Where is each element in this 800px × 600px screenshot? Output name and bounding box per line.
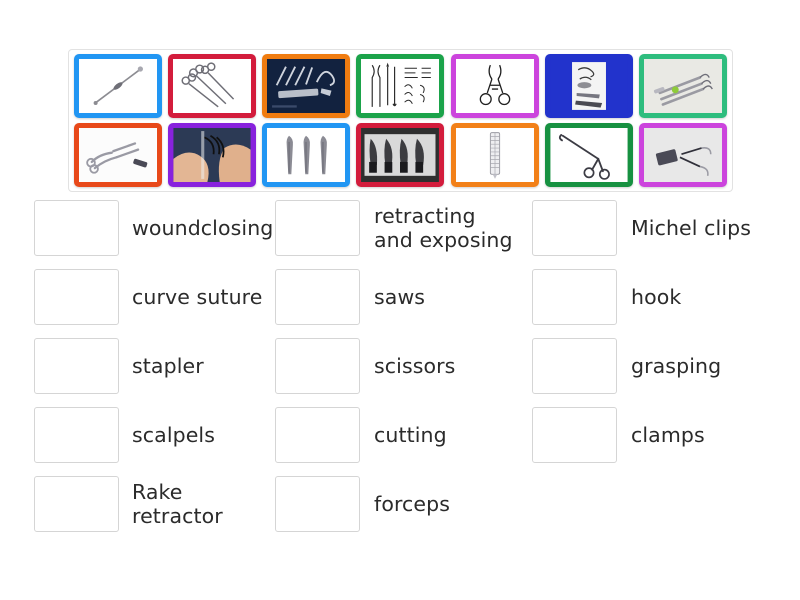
image-card[interactable] [168, 54, 257, 118]
image-card[interactable] [74, 123, 162, 187]
three-scissors-icon [173, 59, 252, 113]
answer-label: saws [374, 285, 426, 309]
answer-row: grasping [532, 338, 798, 394]
answer-row: Michel clips [532, 200, 798, 256]
answer-label: hook [631, 285, 682, 309]
image-card[interactable] [262, 123, 351, 187]
stapler-set-green-icon [643, 59, 722, 113]
drop-target-box[interactable] [275, 476, 360, 532]
drop-target-box[interactable] [532, 200, 617, 256]
answer-row: cutting [275, 407, 532, 463]
answer-column: Michel clips hook grasping clamps [532, 200, 798, 545]
image-card[interactable] [262, 54, 351, 118]
image-card[interactable] [638, 54, 727, 118]
answer-label: Rake retractor [132, 480, 223, 528]
answer-row: woundclosing [34, 200, 273, 256]
answer-row: retracting and exposing [275, 200, 532, 256]
answer-label: stapler [132, 354, 204, 378]
answer-label: Michel clips [631, 216, 752, 240]
clamp-drawing-icon [455, 59, 534, 113]
grasping-forceps-icon [549, 128, 628, 182]
image-card[interactable] [74, 54, 162, 118]
retractor-set-blue-icon [549, 59, 628, 113]
answer-row: scalpels [34, 407, 266, 463]
drop-target-box[interactable] [34, 200, 119, 256]
image-card[interactable] [544, 54, 633, 118]
card-row-2 [74, 123, 727, 187]
answer-row: curve suture [34, 269, 266, 325]
saw-set-dark-icon [267, 59, 346, 113]
drop-target-box[interactable] [532, 269, 617, 325]
answer-label: retracting and exposing [374, 204, 513, 252]
image-card[interactable] [544, 123, 633, 187]
drop-target-box[interactable] [532, 407, 617, 463]
curved-suture-hands-icon [173, 128, 252, 182]
drop-target-box[interactable] [275, 200, 360, 256]
clamp-tray-icon [79, 128, 157, 182]
answer-label: forceps [374, 492, 451, 516]
image-card[interactable] [356, 54, 445, 118]
card-row-1 [74, 54, 727, 118]
answer-column: retracting and exposing saws scissors cutti… [266, 200, 532, 545]
image-card[interactable] [450, 54, 539, 118]
image-card[interactable] [450, 123, 539, 187]
answer-row: hook [532, 269, 798, 325]
answer-row: forceps [275, 476, 532, 532]
answer-label: grasping [631, 354, 722, 378]
answer-label: curve suture [132, 285, 263, 309]
probe-dissector-icon [79, 59, 157, 113]
image-card[interactable] [168, 123, 257, 187]
answer-label: scissors [374, 354, 456, 378]
answer-label: woundclosing [132, 216, 274, 240]
answer-label: clamps [631, 423, 705, 447]
drop-target-box[interactable] [275, 338, 360, 394]
answer-row: stapler [34, 338, 266, 394]
answer-label: scalpels [132, 423, 216, 447]
answer-row: Rake retractor [34, 476, 266, 532]
michel-clips-icon [643, 128, 722, 182]
drop-target-box[interactable] [34, 476, 119, 532]
drop-target-box[interactable] [275, 269, 360, 325]
scalpel-blades-icon [361, 128, 440, 182]
answer-label: cutting [374, 423, 447, 447]
three-forceps-icon [267, 128, 346, 182]
drop-target-box[interactable] [275, 407, 360, 463]
image-card-tray [68, 49, 733, 192]
skin-stapler-icon [455, 128, 534, 182]
instrument-chart-icon [361, 59, 440, 113]
drop-target-box[interactable] [34, 407, 119, 463]
answer-row: saws [275, 269, 532, 325]
drop-target-box[interactable] [34, 269, 119, 325]
image-card[interactable] [356, 123, 445, 187]
image-card[interactable] [638, 123, 727, 187]
drop-target-box[interactable] [34, 338, 119, 394]
answer-row: clamps [532, 407, 798, 463]
drop-target-box[interactable] [532, 338, 617, 394]
answer-row: scissors [275, 338, 532, 394]
